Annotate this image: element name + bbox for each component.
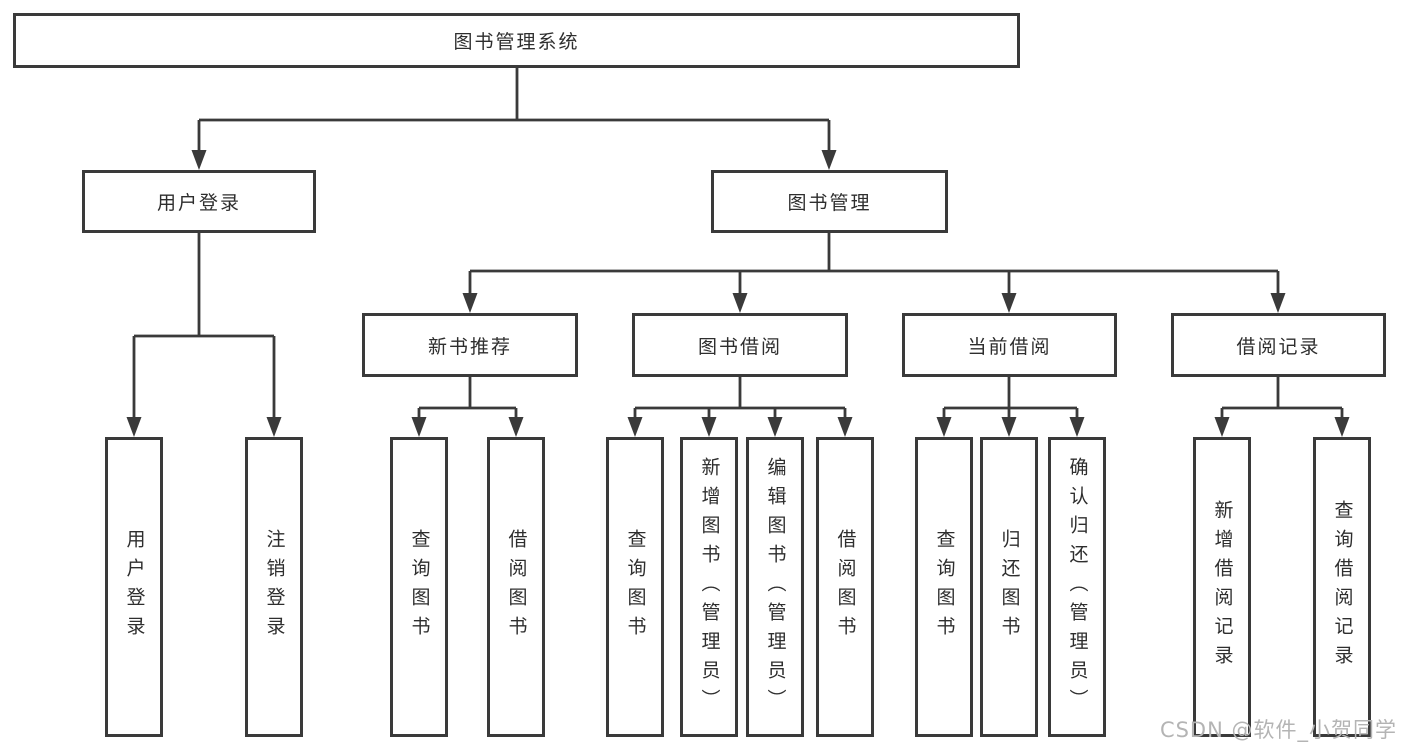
leaf-borrow-books-1: 借阅图书 (487, 437, 545, 737)
arrow-icon (126, 417, 142, 437)
connector-newbookrec-to-leaves (417, 377, 518, 421)
node-book-management: 图书管理 (711, 170, 948, 233)
leaf-borrow-books-2-label: 借阅图书 (834, 529, 857, 645)
arrow-icon (701, 417, 717, 437)
connector-userlogin-to-leaves (132, 233, 276, 421)
connector-bookborrow-to-leaves (633, 377, 847, 421)
connector-borrowrecords-to-leaves (1220, 377, 1344, 421)
node-book-borrow: 图书借阅 (632, 313, 848, 377)
leaf-borrow-books-1-label: 借阅图书 (505, 529, 528, 645)
arrow-icon (508, 417, 524, 437)
arrow-icon (1001, 293, 1017, 313)
arrow-icon (1001, 417, 1017, 437)
arrow-icon (1270, 293, 1286, 313)
arrow-icon (1334, 417, 1350, 437)
leaf-confirm-return-admin: 确认归还（管理员） (1048, 437, 1106, 737)
arrow-icon (936, 417, 952, 437)
leaf-user-login-label: 用户登录 (123, 529, 146, 645)
node-book-borrow-label: 图书借阅 (697, 335, 782, 358)
leaf-return-books: 归还图书 (980, 437, 1038, 737)
arrow-icon (462, 293, 478, 313)
arrow-icon (627, 417, 643, 437)
arrow-icon (837, 417, 853, 437)
leaf-query-borrow-record: 查询借阅记录 (1313, 437, 1371, 737)
node-book-management-label: 图书管理 (787, 192, 872, 214)
node-new-book-recommend-label: 新书推荐 (427, 335, 512, 358)
arrow-icon (411, 417, 427, 437)
arrowheads (126, 150, 1350, 437)
leaf-query-books-2-label: 查询图书 (624, 529, 647, 645)
connector-root-to-level2 (197, 68, 831, 154)
node-current-borrow-label: 当前借阅 (967, 335, 1052, 358)
leaf-logout-label: 注销登录 (263, 529, 286, 645)
leaf-query-books-1: 查询图书 (390, 437, 448, 737)
leaf-edit-books-admin-label: 编辑图书（管理员） (764, 456, 787, 718)
watermark: CSDN @软件_小贺同学 (1159, 718, 1397, 742)
leaf-user-login: 用户登录 (105, 437, 163, 737)
leaf-edit-books-admin: 编辑图书（管理员） (746, 437, 804, 737)
connector-bookmgmt-to-level3 (468, 233, 1280, 297)
node-user-login-label: 用户登录 (156, 192, 241, 214)
leaf-add-books-admin: 新增图书（管理员） (680, 437, 738, 737)
arrow-icon (732, 293, 748, 313)
node-borrow-records: 借阅记录 (1171, 313, 1386, 377)
node-user-login: 用户登录 (82, 170, 316, 233)
node-current-borrow: 当前借阅 (902, 313, 1117, 377)
node-root-label: 图书管理系统 (453, 31, 580, 53)
arrow-icon (821, 150, 837, 170)
leaf-add-books-admin-label: 新增图书（管理员） (698, 456, 721, 718)
leaf-query-books-2: 查询图书 (606, 437, 664, 737)
arrow-icon (1214, 417, 1230, 437)
node-new-book-recommend: 新书推荐 (362, 313, 578, 377)
leaf-add-borrow-record-label: 新增借阅记录 (1211, 500, 1234, 674)
arrow-icon (266, 417, 282, 437)
leaf-confirm-return-admin-label: 确认归还（管理员） (1066, 456, 1089, 718)
arrow-icon (191, 150, 207, 170)
leaf-query-books-3-label: 查询图书 (933, 529, 956, 645)
node-root: 图书管理系统 (13, 13, 1020, 68)
leaf-query-borrow-record-label: 查询借阅记录 (1331, 500, 1354, 674)
leaf-return-books-label: 归还图书 (998, 529, 1021, 645)
leaf-add-borrow-record: 新增借阅记录 (1193, 437, 1251, 737)
arrow-icon (767, 417, 783, 437)
node-borrow-records-label: 借阅记录 (1236, 335, 1321, 358)
leaf-borrow-books-2: 借阅图书 (816, 437, 874, 737)
arrow-icon (1069, 417, 1085, 437)
connector-currentborrow-to-leaves (942, 377, 1079, 421)
leaf-logout: 注销登录 (245, 437, 303, 737)
leaf-query-books-3: 查询图书 (915, 437, 973, 737)
leaf-query-books-1-label: 查询图书 (408, 529, 431, 645)
